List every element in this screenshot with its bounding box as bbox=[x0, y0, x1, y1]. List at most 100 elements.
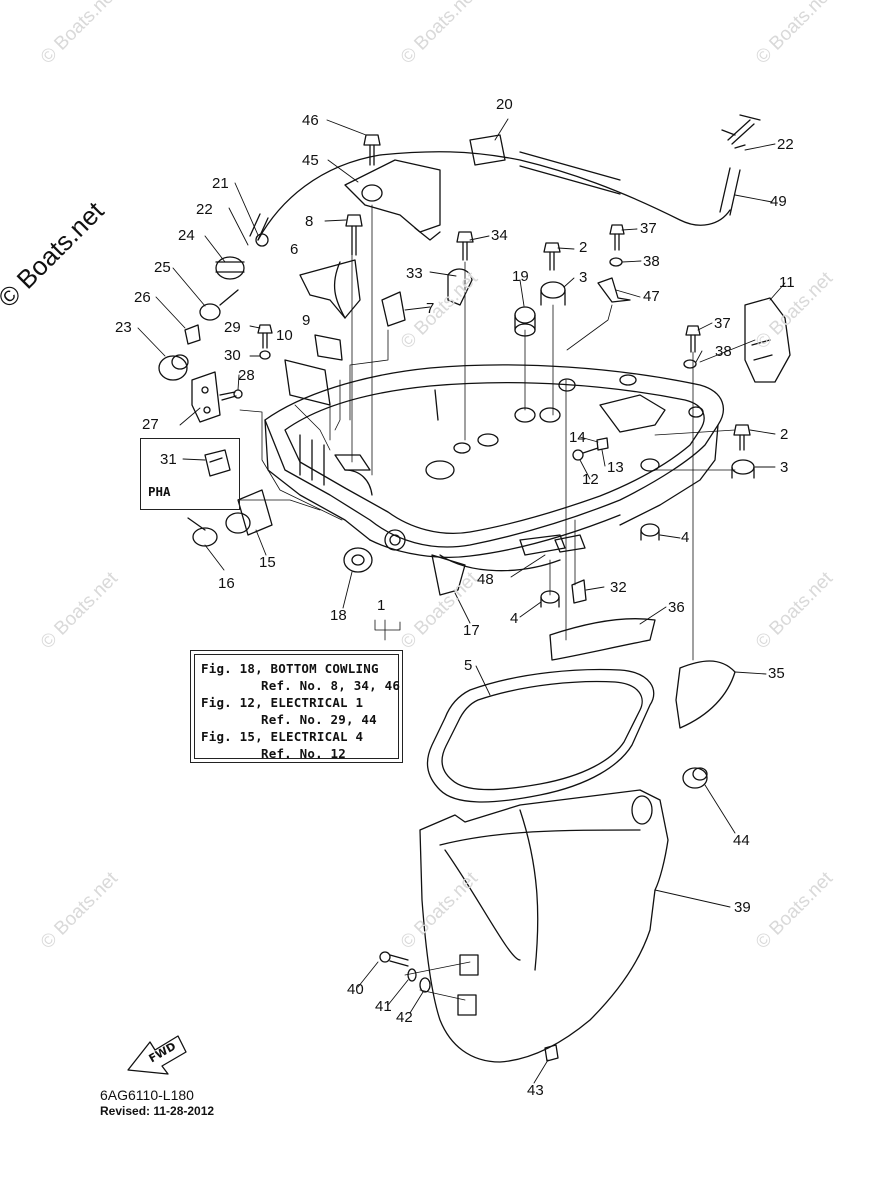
callout: 9 bbox=[302, 312, 311, 329]
callout: 38 bbox=[715, 343, 732, 360]
callout: 6 bbox=[290, 241, 299, 258]
callout: 3 bbox=[579, 269, 588, 286]
bolt-46-top-hose bbox=[734, 144, 746, 149]
callout: 11 bbox=[779, 274, 795, 291]
bracket-6 bbox=[299, 259, 361, 319]
reference-box-inner bbox=[194, 654, 399, 759]
callout: 3 bbox=[780, 459, 789, 476]
lower-cowling-shell bbox=[419, 789, 669, 1063]
washer-38-top bbox=[609, 257, 623, 267]
bracket-45 bbox=[344, 159, 441, 241]
callout: 21 bbox=[212, 175, 229, 192]
bolt-37-top bbox=[609, 224, 625, 251]
bolt-37-right bbox=[685, 325, 701, 353]
callout: 37 bbox=[640, 220, 657, 237]
reference-line: Fig. 12, ELECTRICAL 1 bbox=[201, 695, 364, 710]
pha-label: PHA bbox=[148, 484, 171, 499]
callout: 28 bbox=[238, 367, 255, 384]
callout: 48 bbox=[477, 571, 494, 588]
callout: 23 bbox=[115, 319, 132, 336]
callout: 26 bbox=[134, 289, 151, 306]
part-30 bbox=[259, 350, 271, 360]
callout: 12 bbox=[582, 471, 599, 488]
part-31 bbox=[204, 449, 231, 477]
reference-line: Ref. No. 8, 34, 46 bbox=[261, 678, 401, 693]
grommet-3-right bbox=[731, 459, 755, 479]
pha-inset-box bbox=[140, 438, 240, 510]
callout: 31 bbox=[160, 451, 177, 468]
callout: 27 bbox=[142, 416, 159, 433]
bracket-27 bbox=[191, 371, 221, 423]
washer-41 bbox=[407, 968, 417, 982]
callout: 4 bbox=[510, 610, 519, 627]
nut-43 bbox=[544, 1044, 559, 1062]
callout: 18 bbox=[330, 607, 347, 624]
clip-9 bbox=[314, 334, 343, 361]
part-25 bbox=[199, 289, 239, 321]
leader-lines bbox=[137, 118, 786, 1084]
callout: 4 bbox=[681, 529, 690, 546]
grommet-44 bbox=[682, 767, 708, 789]
washer-38-right bbox=[683, 359, 697, 369]
reference-line: Ref. No. 29, 44 bbox=[261, 712, 377, 727]
callout: 16 bbox=[218, 575, 235, 592]
callout: 7 bbox=[426, 300, 435, 317]
callout: 22 bbox=[196, 201, 213, 218]
revised-date: Revised: 11-28-2012 bbox=[100, 1104, 215, 1118]
callout: 22 bbox=[777, 136, 794, 153]
plate-35 bbox=[675, 660, 736, 729]
washer-42 bbox=[419, 977, 431, 993]
callout: 29 bbox=[224, 319, 241, 336]
part-26 bbox=[184, 324, 201, 345]
callout: 17 bbox=[463, 622, 480, 639]
callout: 19 bbox=[512, 268, 529, 285]
callout: 33 bbox=[406, 265, 423, 282]
callout: 8 bbox=[305, 213, 314, 230]
callout: 10 bbox=[276, 327, 293, 344]
callout: 35 bbox=[768, 665, 785, 682]
callout: 5 bbox=[464, 657, 473, 674]
callout: 2 bbox=[780, 426, 789, 443]
fuel-hose bbox=[249, 114, 761, 247]
reference-box: Fig. 18, BOTTOM COWLING Ref. No. 8, 34, … bbox=[190, 650, 403, 763]
callout: 25 bbox=[154, 259, 171, 276]
callout: 44 bbox=[733, 832, 750, 849]
assembly-lines bbox=[239, 204, 756, 1001]
bolt-2-right bbox=[733, 424, 751, 451]
callout: 20 bbox=[496, 96, 513, 113]
bolt-29 bbox=[257, 324, 273, 349]
callout: 49 bbox=[770, 193, 787, 210]
clip-16 bbox=[187, 517, 218, 547]
part-17 bbox=[431, 554, 466, 596]
part-11 bbox=[744, 297, 791, 383]
callout: 32 bbox=[610, 579, 627, 596]
bolt-2-top bbox=[543, 242, 561, 271]
diagram-code: 6AG6110-L180 bbox=[100, 1087, 194, 1103]
callout: 37 bbox=[714, 315, 731, 332]
callout: 42 bbox=[396, 1009, 413, 1026]
grommet-15 bbox=[225, 489, 273, 536]
part-24 bbox=[215, 256, 245, 280]
bottom-cowling-tray bbox=[264, 364, 724, 572]
callout: 47 bbox=[643, 288, 660, 305]
clip-32 bbox=[571, 579, 587, 604]
callout: 36 bbox=[668, 599, 685, 616]
nut-14 bbox=[596, 437, 609, 451]
callout: 34 bbox=[491, 227, 508, 244]
callout: 43 bbox=[527, 1082, 544, 1099]
grommet-18 bbox=[343, 547, 373, 573]
screw-12 bbox=[572, 447, 599, 461]
callout: 38 bbox=[643, 253, 660, 270]
grommet-3-top bbox=[540, 281, 566, 306]
clip-33 bbox=[447, 268, 473, 306]
callout: 39 bbox=[734, 899, 751, 916]
reference-line: Fig. 15, ELECTRICAL 4 bbox=[201, 729, 364, 744]
plate-10 bbox=[284, 359, 331, 406]
callout: 14 bbox=[569, 429, 586, 446]
callout: 46 bbox=[302, 112, 319, 129]
seal-gasket bbox=[426, 668, 655, 803]
plate-48 bbox=[519, 534, 566, 556]
callout: 30 bbox=[224, 347, 241, 364]
bolt-34 bbox=[456, 231, 474, 261]
bolt-46 bbox=[363, 134, 381, 166]
